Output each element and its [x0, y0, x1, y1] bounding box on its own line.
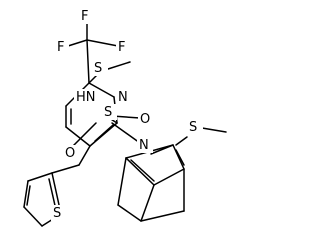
nitrogen-lower-label: N [139, 138, 149, 153]
atom-labels: F F F S HN N S O O N S S [53, 9, 197, 221]
bond-bicyclic-9 [140, 184, 155, 222]
fluorine-left-label: F [57, 40, 64, 55]
bond-c-f-left [67, 39, 88, 47]
bond-ring-1 [88, 82, 115, 98]
sulfur-methylthio-right-label: S [189, 120, 197, 135]
bond-bicyclic-double-1 [130, 159, 155, 182]
bonds [23, 19, 227, 227]
atom-backgrounds [51, 8, 203, 221]
bond-double-hint-2 [94, 124, 114, 142]
amine-hn-label: HN [76, 90, 96, 105]
bond-bicyclic-double-2 [175, 149, 185, 166]
bond-ring-thiophene [51, 164, 80, 174]
bond-c-ring [86, 39, 90, 84]
bond-thiophene-double-1 [26, 185, 31, 206]
bond-thiophene-2 [23, 180, 29, 208]
oxygen-left-label: O [65, 146, 75, 161]
bond-c-f-right [86, 39, 119, 47]
bond-bicyclic-6 [117, 204, 142, 222]
bond-bicyclic-3 [125, 157, 155, 186]
thiophene-sulfur-label: S [53, 206, 61, 221]
bond-s-me-right [201, 127, 227, 133]
bond-bicyclic-5 [117, 157, 127, 206]
bond-ring-3 [89, 122, 118, 147]
bond-thiophene-double-2 [48, 178, 57, 211]
bond-bicyclic-2 [153, 168, 185, 186]
sulfonyl-sulfur-label: S [104, 105, 112, 120]
bond-bicyclic-7 [140, 210, 185, 222]
bond-s-n-lower [111, 122, 141, 144]
bond-thiophene-3 [23, 206, 43, 227]
bond-s-me-upper [107, 61, 131, 70]
bond-bicyclic-1 [172, 144, 185, 170]
molecule-svg: F F F S HN N S O O N S S [23, 8, 227, 227]
oxygen-right-label: O [140, 112, 150, 127]
bond-c-s-right [175, 136, 188, 146]
sulfur-methylthio-upper-label: S [94, 61, 102, 76]
nitrogen-upper-label: N [118, 90, 128, 105]
molecule-diagram: F F F S HN N S O O N S S [23, 8, 227, 227]
fluorine-top-label: F [81, 9, 88, 24]
bond-ring-4 [65, 126, 91, 147]
bond-s-o-left [72, 122, 97, 147]
bond-thiophene-1 [27, 172, 53, 182]
fluorine-right-label: F [118, 40, 125, 55]
bond-c-c-left [78, 145, 91, 166]
